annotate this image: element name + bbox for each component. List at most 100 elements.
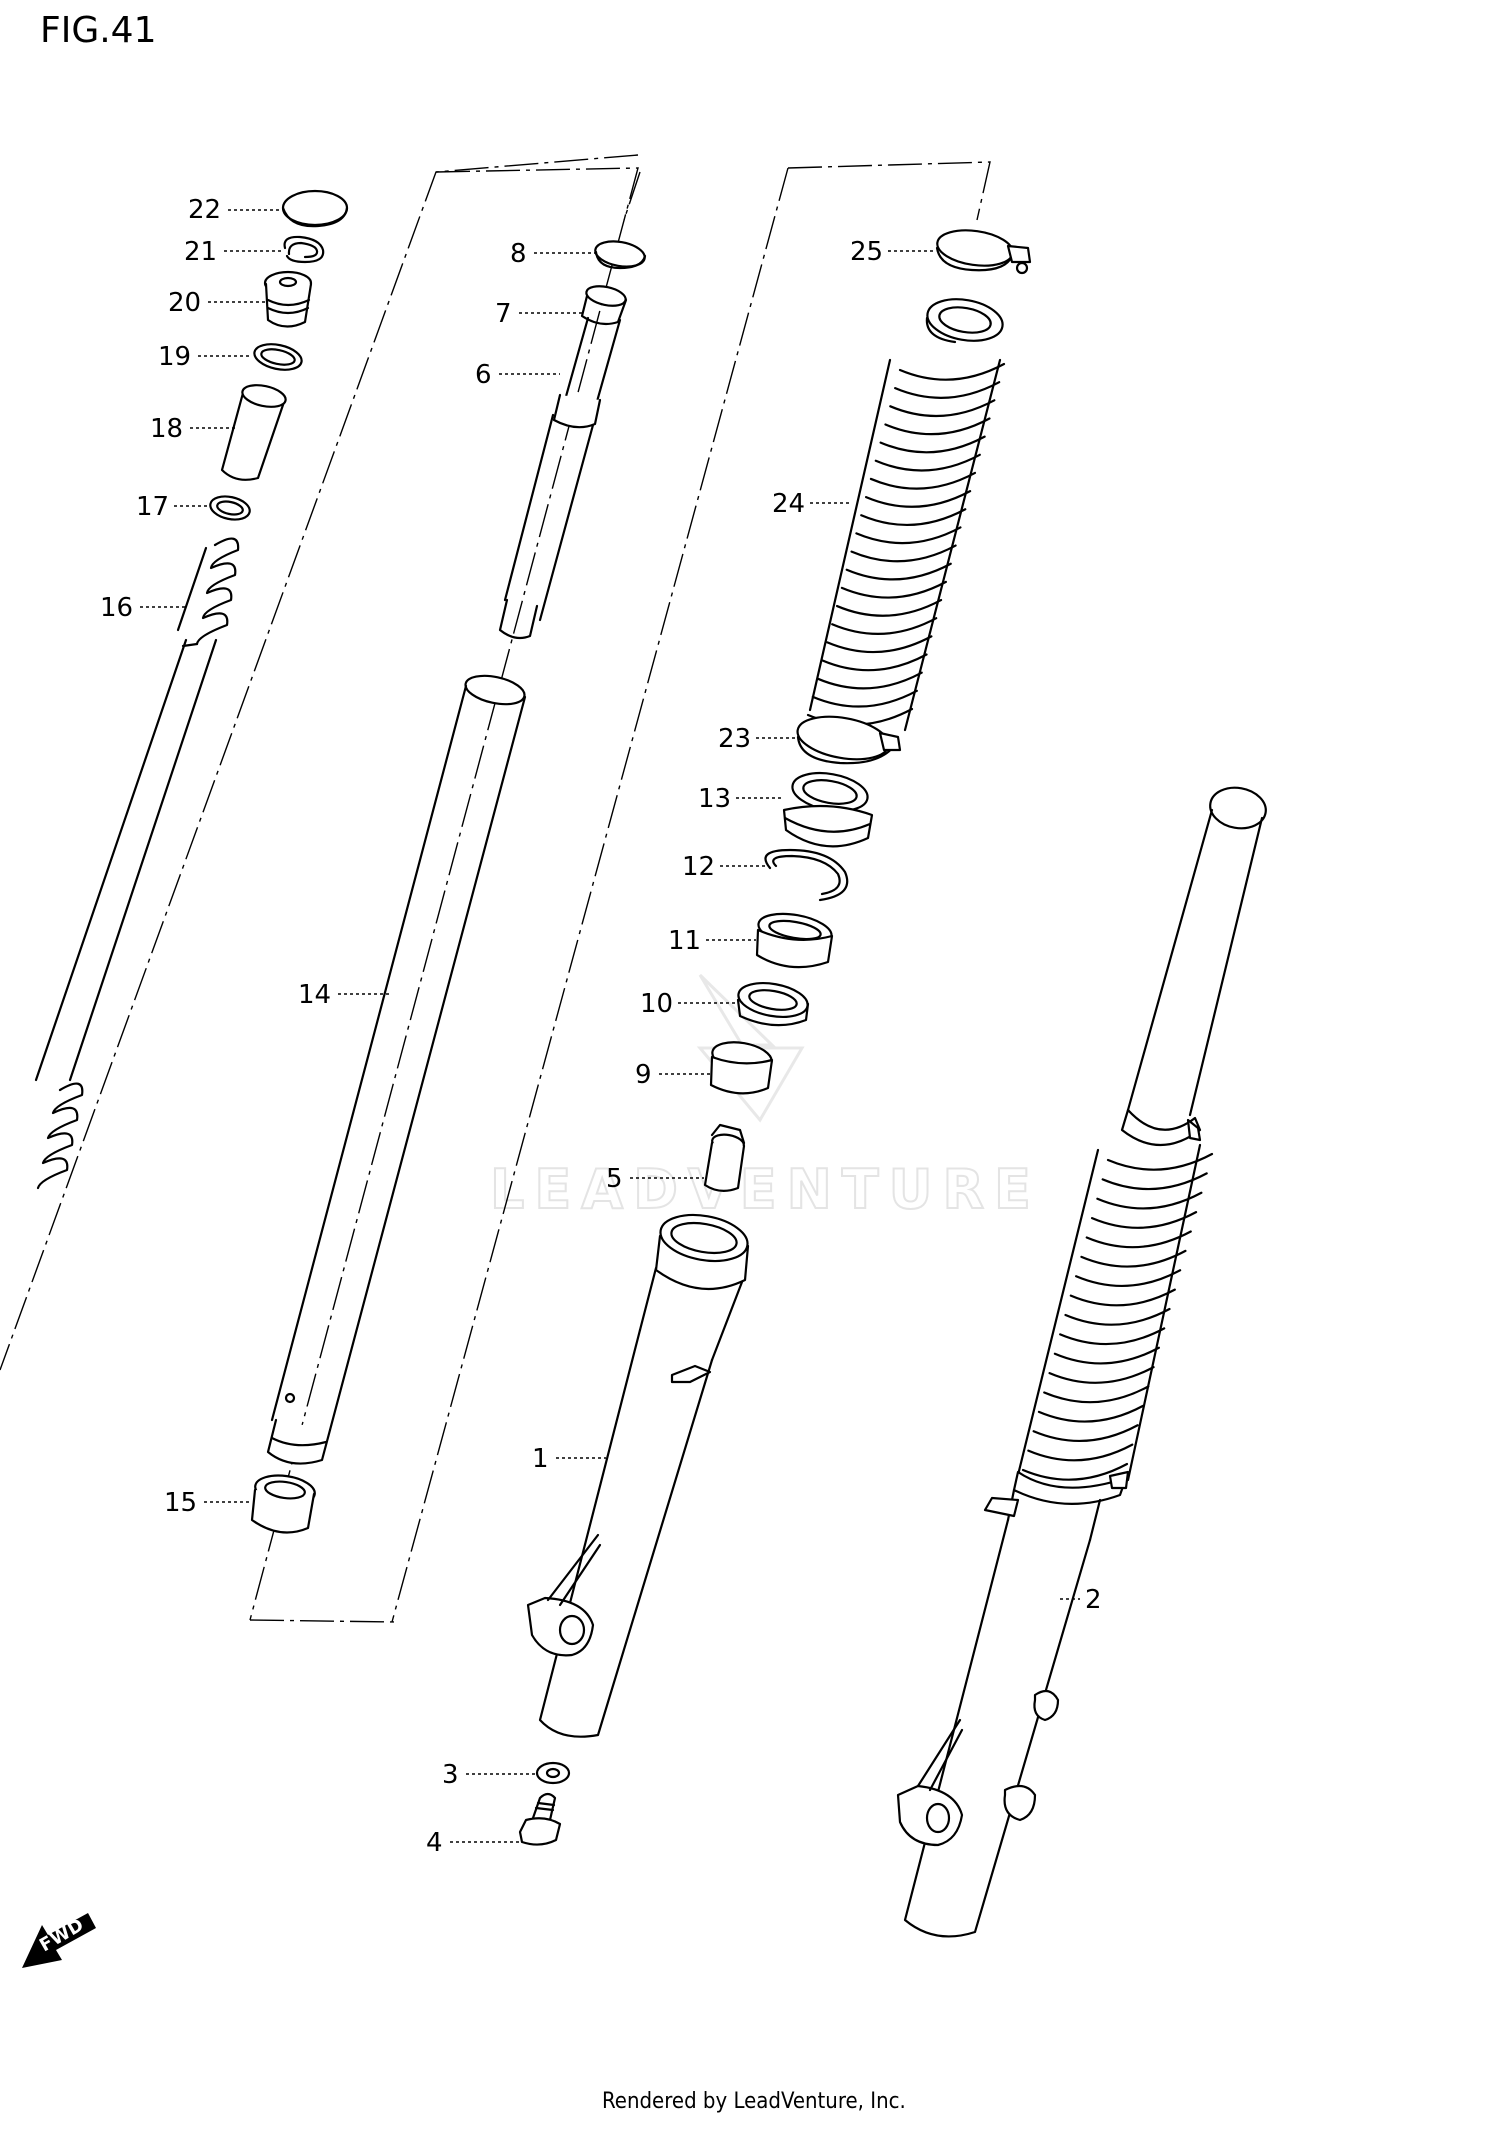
svg-text:15: 15	[164, 1488, 197, 1518]
callout-5: 5	[606, 1164, 704, 1194]
callout-10: 10	[640, 989, 736, 1019]
svg-text:1: 1	[532, 1444, 549, 1474]
part-17-washer	[209, 495, 251, 521]
boot-fold	[1043, 1385, 1150, 1404]
callout-1: 1	[532, 1444, 606, 1474]
part-7-6-damper-rod	[498, 285, 628, 640]
boot-fold	[1101, 1172, 1208, 1191]
boot-fold	[1037, 1404, 1145, 1423]
group-frames	[0, 154, 991, 1623]
fwd-arrow-icon: FWD	[22, 1913, 96, 1968]
boot-fold	[850, 544, 957, 563]
svg-text:23: 23	[718, 724, 751, 754]
svg-text:18: 18	[150, 414, 183, 444]
svg-text:9: 9	[635, 1060, 652, 1090]
svg-text:22: 22	[188, 195, 221, 225]
callout-16: 16	[100, 593, 188, 623]
boot-fold	[1048, 1366, 1155, 1384]
callout-15: 15	[164, 1488, 252, 1518]
part-18-spacer	[220, 384, 287, 481]
callout-18: 18	[150, 414, 238, 444]
svg-text:3: 3	[442, 1760, 459, 1790]
callout-25: 25	[850, 237, 936, 267]
part-4-bolt	[518, 1792, 562, 1846]
callout-24: 24	[772, 489, 850, 519]
boot-fold	[884, 417, 991, 436]
boot-fold	[1085, 1230, 1192, 1249]
callout-6: 6	[475, 360, 560, 390]
part-21-circlip	[283, 235, 325, 264]
svg-text:14: 14	[298, 980, 331, 1010]
part-20-adjuster	[263, 270, 313, 328]
boot-fold	[874, 453, 981, 472]
svg-text:6: 6	[475, 360, 492, 390]
callout-4: 4	[426, 1828, 520, 1858]
svg-text:12: 12	[682, 852, 715, 882]
boot-fold	[821, 653, 928, 672]
callout-11: 11	[668, 926, 756, 956]
svg-text:24: 24	[772, 489, 805, 519]
svg-text:11: 11	[668, 926, 701, 956]
svg-text:13: 13	[698, 784, 731, 814]
part-13-oil-seal	[782, 771, 874, 848]
callout-22: 22	[188, 195, 280, 225]
boot-fold	[1096, 1191, 1203, 1210]
boot-fold	[1090, 1211, 1198, 1229]
boot-fold	[1075, 1269, 1182, 1288]
boot-fold	[811, 689, 918, 708]
part-8-ring	[594, 240, 647, 270]
fwd-label: FWD	[36, 1915, 87, 1957]
part-12-circlip	[764, 848, 849, 902]
boot-fold	[1080, 1249, 1187, 1268]
part-2-fork-assembly-right	[896, 786, 1267, 1938]
svg-text:10: 10	[640, 989, 673, 1019]
part-16-spring	[34, 537, 240, 1190]
part-1-outer-tube-left	[526, 1213, 750, 1738]
callout-7: 7	[495, 299, 584, 329]
boot-fold	[1059, 1327, 1166, 1346]
svg-text:21: 21	[184, 237, 217, 267]
boot-fold	[879, 435, 986, 454]
watermark-text: LEADVENTURE	[490, 1158, 1041, 1221]
part-19-washer	[253, 343, 303, 371]
part-11-bushing	[755, 912, 834, 969]
part-23-clamp	[796, 715, 902, 765]
part-14-inner-tube	[266, 674, 527, 1465]
footer-credit: Rendered by LeadVenture, Inc.	[602, 2089, 906, 2114]
part-22-cap	[281, 189, 349, 228]
part-3-washer	[535, 1761, 571, 1785]
boot-fold	[1021, 1462, 1129, 1481]
svg-text:16: 16	[100, 593, 133, 623]
boot-fold	[840, 580, 947, 599]
callout-14: 14	[298, 980, 390, 1010]
figure-title: FIG.41	[40, 10, 156, 51]
part-5-oil-lock-piece	[703, 1123, 746, 1192]
boot-fold	[889, 399, 996, 418]
part-25-clamp	[935, 229, 1032, 275]
callout-20: 20	[168, 288, 265, 318]
boot-fold	[831, 617, 938, 635]
boot-fold	[894, 381, 1001, 399]
svg-text:5: 5	[606, 1164, 623, 1194]
svg-text:19: 19	[158, 342, 191, 372]
svg-text:25: 25	[850, 237, 883, 267]
callout-23: 23	[718, 724, 798, 754]
boot-fold	[1069, 1288, 1176, 1307]
boot-fold	[1053, 1346, 1160, 1365]
boot-fold	[898, 362, 1006, 381]
callout-3: 3	[442, 1760, 535, 1790]
callout-9: 9	[635, 1060, 712, 1090]
callout-8: 8	[510, 239, 596, 269]
boot-fold	[816, 671, 923, 690]
watermark: LEADVENTURE	[489, 973, 1041, 1222]
boot-fold	[1064, 1307, 1171, 1326]
boot-fold	[855, 526, 962, 545]
svg-text:2: 2	[1085, 1585, 1102, 1615]
part-24-fork-boot	[806, 298, 1006, 732]
callouts: 22 21 20 19 18 17 16 14 15 8 7 6 25 24 2…	[100, 195, 1102, 1858]
callout-13: 13	[698, 784, 784, 814]
callout-2: 2	[1060, 1585, 1102, 1615]
part-10-washer	[736, 982, 810, 1027]
svg-text:8: 8	[510, 239, 527, 269]
